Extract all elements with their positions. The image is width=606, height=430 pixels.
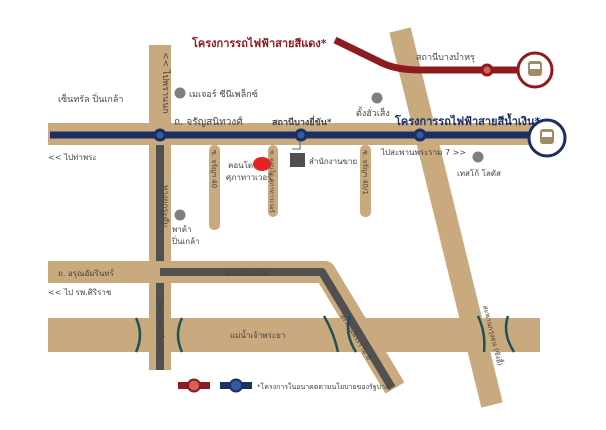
station-bang-yi-khan-label: สถานีบางยี่ขัน* xyxy=(272,115,332,128)
legend-red xyxy=(178,378,210,393)
to-rama7-label: ไปสะพานพระราม 7 >> xyxy=(380,148,466,157)
station-marker-icon xyxy=(480,63,494,77)
river-label: แม่น้ำเจ้าพระยา xyxy=(230,329,285,340)
poi-dot-icon xyxy=(174,87,484,221)
condo-label-1: คอนโด xyxy=(228,160,253,170)
road-arun-label: ถ. อรุณอัมรินทร์ xyxy=(58,268,115,278)
bridge-pinklao-label: สะพานพระปิ่นเกล้า xyxy=(156,300,165,358)
red-line-label: โครงการรถไฟฟ้าสายสีแดง* xyxy=(191,36,327,50)
soi-condo-label: ซ. คอนโด ศุภาทาวเวอร์ xyxy=(268,150,276,213)
poi-tang-hua-seng-label: ตั้งฮั่วเส็ง xyxy=(356,106,390,119)
road-krungthon xyxy=(389,27,503,408)
elevated-horizontal xyxy=(160,268,396,391)
red-line xyxy=(333,36,520,74)
elevated-vertical xyxy=(156,145,164,370)
station-marker-icon xyxy=(153,128,427,142)
soi-40-label: ซ. จรัญฯ 40 xyxy=(210,150,218,188)
sales-office-icon xyxy=(290,153,305,167)
condo-label-2: ศุภาทาวเวอร์ xyxy=(226,172,272,182)
soi-40 xyxy=(209,145,220,230)
elevated-v-label: ทางยกระดับ xyxy=(161,185,170,227)
river xyxy=(48,318,540,352)
to-tha-phra-label: << ไปท่าพระ xyxy=(48,153,97,162)
poi-pata-label-1: พาต้า xyxy=(172,225,191,234)
legend-blue xyxy=(220,378,252,393)
elevated-h-label: ทางยกระดับ xyxy=(226,269,268,278)
bridge-marks xyxy=(134,315,516,353)
poi-major-label: เมเจอร์ ซีนีเพล็กซ์ xyxy=(189,87,258,100)
train-icon xyxy=(527,118,567,158)
legend-note: *โครงการในอนาคตตามนโยบายของรัฐบาล xyxy=(257,382,389,391)
train-icon xyxy=(516,51,554,89)
road-charan-label: ถ. จรัญสนิทวงศ์ xyxy=(174,116,243,128)
soi-40-1 xyxy=(360,145,371,217)
arrow-icon xyxy=(292,141,301,150)
blue-line-label: โครงการรถไฟฟ้าสายสีน้ำเงิน* xyxy=(394,113,541,128)
condo-marker-icon xyxy=(253,157,271,171)
soi-40-1-label: ซ. จรัญฯ 40/1 xyxy=(361,150,369,195)
poi-tesco-label: เทสโก้ โลตัส xyxy=(457,168,501,178)
sales-office-label: สำนักงานขาย xyxy=(309,157,357,166)
to-siriraj-label: << ไป รพ.ศิริราช xyxy=(48,288,112,297)
to-pran-nok-label: << ไปพรานนก xyxy=(160,52,171,114)
poi-central-label: เซ็นทรัล ปิ่นเกล้า xyxy=(58,92,123,105)
station-bang-bamru-label: สถานีบางบำหรุ xyxy=(416,52,475,63)
poi-pata-label-2: ปิ่นเกล้า xyxy=(171,235,199,246)
